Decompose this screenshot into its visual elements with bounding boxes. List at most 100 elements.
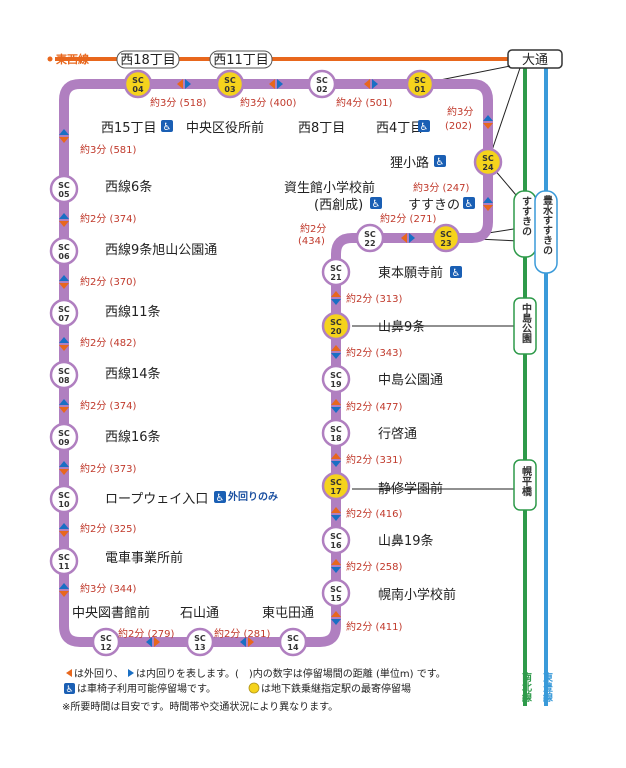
stop-marker-sc13[interactable] bbox=[185, 627, 215, 657]
inner-arrow-icon bbox=[146, 637, 152, 647]
stop-label-sc09: 西線16条 bbox=[105, 429, 161, 445]
inner-arrow-icon bbox=[483, 115, 493, 121]
stop-code-number: 14 bbox=[287, 643, 299, 652]
transfer-stop-dot-icon bbox=[248, 682, 260, 694]
stop-marker-sc06[interactable] bbox=[49, 236, 79, 266]
stop-code-prefix: SC bbox=[482, 154, 494, 163]
stop-code-prefix: SC bbox=[58, 181, 70, 190]
inner-arrow-icon bbox=[59, 337, 69, 343]
nakajima-koen-pill[interactable] bbox=[513, 297, 537, 355]
stop-marker-sc05[interactable] bbox=[49, 174, 79, 204]
outer-arrow-icon bbox=[154, 637, 160, 647]
wheelchair-icon: ♿ bbox=[370, 197, 382, 210]
stop-marker-sc20[interactable] bbox=[321, 311, 351, 341]
stop-marker-sc02[interactable] bbox=[307, 69, 337, 99]
hosui-susukino-pill[interactable] bbox=[534, 190, 558, 274]
stop-label-sc08: 西線14条 bbox=[105, 366, 161, 382]
stop-code-prefix: SC bbox=[58, 491, 70, 500]
wheelchair-icon: ♿ bbox=[214, 491, 226, 504]
nishi18-station-pill[interactable] bbox=[116, 50, 180, 69]
stop-marker-sc24[interactable] bbox=[473, 147, 503, 177]
stop-code-number: 03 bbox=[224, 85, 235, 94]
time-03-02: 約3分 (400) bbox=[240, 96, 297, 109]
stop-code-number: 21 bbox=[330, 273, 342, 282]
svg-text:♿: ♿ bbox=[216, 493, 225, 504]
stop-marker-sc18[interactable] bbox=[321, 418, 351, 448]
stop-marker-sc12[interactable] bbox=[91, 627, 121, 657]
inner-arrow-icon bbox=[59, 275, 69, 281]
stop-code-number: 13 bbox=[194, 643, 205, 652]
susukino-ns-label: すすきの bbox=[520, 196, 532, 236]
note-outer: は外回り、 bbox=[74, 668, 124, 680]
time-01-24: 約3分 bbox=[447, 105, 473, 118]
stop-label-sc12: 中央図書館前 bbox=[72, 605, 150, 621]
nakajima-koen-label: 中島公園 bbox=[520, 302, 532, 344]
stop-marker-sc03[interactable] bbox=[215, 69, 245, 99]
stop-marker-sc01[interactable] bbox=[405, 69, 435, 99]
inner-arrow-icon bbox=[59, 399, 69, 405]
stop-code-number: 09 bbox=[58, 438, 70, 447]
odori-station-box[interactable] bbox=[507, 49, 563, 69]
outer-arrow-icon bbox=[331, 507, 341, 513]
outer-arrow-icon bbox=[483, 205, 493, 211]
stop-marker-sc04[interactable] bbox=[123, 69, 153, 99]
wheelchair-icon: ♿ bbox=[161, 120, 173, 133]
inner-arrow-icon bbox=[372, 79, 378, 89]
stop-code-number: 11 bbox=[58, 562, 70, 571]
stop-label-sc06: 西線9条旭山公園通 bbox=[105, 242, 217, 258]
stop-marker-sc10[interactable] bbox=[49, 484, 79, 514]
inner-arrow-icon bbox=[409, 233, 415, 243]
stop-marker-sc23[interactable] bbox=[431, 223, 461, 253]
stop-marker-sc08[interactable] bbox=[49, 360, 79, 390]
outer-arrow-icon bbox=[177, 79, 183, 89]
inner-arrow-icon bbox=[59, 523, 69, 529]
inner-arrow-icon bbox=[331, 407, 341, 413]
stop-marker-sc11[interactable] bbox=[49, 546, 79, 576]
stop-code-number: 07 bbox=[58, 314, 69, 323]
stop-code-number: 18 bbox=[330, 434, 342, 443]
direction-arrows bbox=[59, 79, 493, 647]
stop-code-prefix: SC bbox=[330, 318, 342, 327]
wheelchair-icon: ♿ bbox=[64, 683, 75, 695]
stop-code-prefix: SC bbox=[330, 478, 342, 487]
wheelchair-icon: ♿ bbox=[418, 120, 430, 133]
time-05-06: 約2分 (374) bbox=[80, 212, 137, 225]
stop-marker-sc19[interactable] bbox=[321, 364, 351, 394]
stop-code-prefix: SC bbox=[330, 371, 342, 380]
stop-label-sc24: 狸小路 bbox=[390, 155, 429, 171]
outer-arrow-icon bbox=[59, 221, 69, 227]
outer-arrow-icon bbox=[269, 79, 275, 89]
inner-arrow-icon bbox=[331, 299, 341, 305]
note-inner: は内回りを表します。( )内の数字は停留場間の距離 (単位m) です。 bbox=[136, 667, 446, 680]
inner-arrow-icon bbox=[277, 79, 283, 89]
stop-marker-sc09[interactable] bbox=[49, 422, 79, 452]
inner-arrow-icon bbox=[59, 583, 69, 589]
wheelchair-icon: ♿ bbox=[434, 155, 446, 168]
stop-marker-sc17[interactable] bbox=[321, 471, 351, 501]
stop-code-prefix: SC bbox=[58, 305, 70, 314]
time-08-09: 約2分 (374) bbox=[80, 399, 137, 412]
horohira-bashi-pill[interactable] bbox=[513, 459, 537, 511]
stop-marker-sc21[interactable] bbox=[321, 257, 351, 287]
svg-text:♿: ♿ bbox=[65, 685, 73, 695]
wheelchair-icon: ♿ bbox=[463, 197, 475, 210]
stop-marker-sc22[interactable] bbox=[355, 223, 385, 253]
stop-label-sc04: 西15丁目 bbox=[101, 121, 157, 136]
inner-arrow-icon bbox=[331, 619, 341, 625]
time-07-08: 約2分 (482) bbox=[80, 336, 137, 349]
travel-times: 約3分 (518) 約3分 (400) 約4分 (501) 約3分 (202) … bbox=[80, 96, 473, 640]
outer-arrow-icon bbox=[59, 137, 69, 143]
outer-arrow-icon bbox=[59, 283, 69, 289]
outer-arrow-icon bbox=[331, 399, 341, 405]
stop-marker-sc15[interactable] bbox=[321, 578, 351, 608]
stop-marker-sc07[interactable] bbox=[49, 298, 79, 328]
stop-label-sc10: ロープウェイ入口 bbox=[105, 492, 208, 507]
hosui-susukino-label: 豊水すすきの bbox=[541, 194, 554, 255]
stop-marker-sc16[interactable] bbox=[321, 525, 351, 555]
nishi11-station-pill[interactable] bbox=[209, 50, 273, 69]
outer-arrow-icon bbox=[59, 345, 69, 351]
stop-marker-sc14[interactable] bbox=[278, 627, 308, 657]
stop-code-number: 04 bbox=[132, 85, 144, 94]
time-18-19: 約2分 (477) bbox=[346, 400, 403, 413]
inner-loop-arrow-icon bbox=[128, 669, 134, 677]
